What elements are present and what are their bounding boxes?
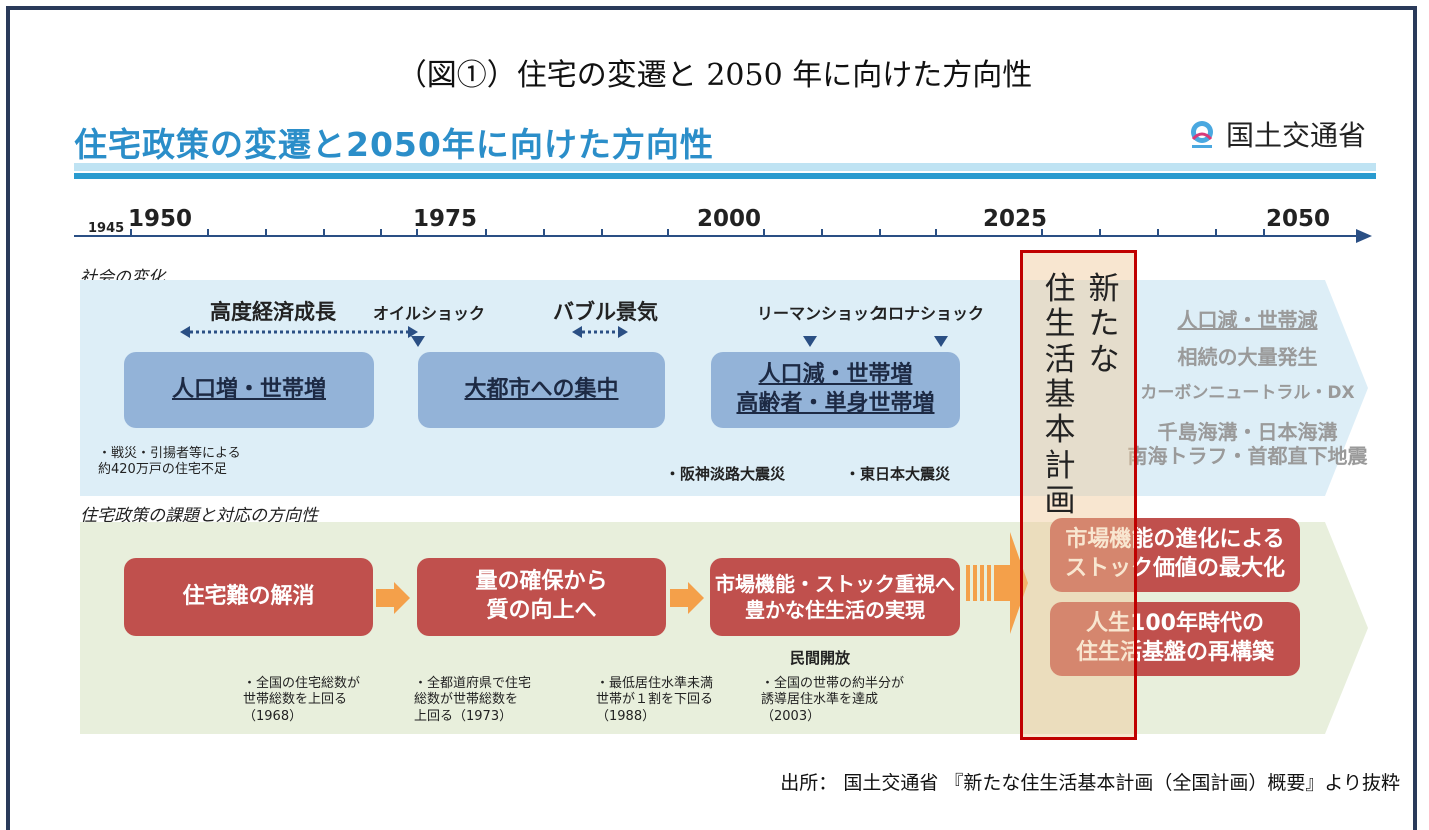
new-plan-highlight: [1020, 250, 1137, 740]
policy-box-housing-shortage: 住宅難の解消: [124, 558, 373, 636]
timeline-year-2050: 2050: [1266, 206, 1331, 232]
society-box-urban-concentration: 大都市への集中: [418, 352, 665, 428]
source-citation: 出所： 国土交通省 『新たな住生活基本計画（全国計画）概要』より抜粋: [780, 772, 1400, 794]
ministry-emblem-icon: [1191, 121, 1213, 148]
timeline-year-1975: 1975: [413, 206, 478, 232]
title-bar-dark: [74, 173, 1376, 179]
note-hanshin-earthquake: ・阪神淡路大震災: [665, 465, 786, 483]
bubble-period-arrow: [572, 326, 628, 338]
policy-box-market-stock: 市場機能・ストック重視へ 豊かな住生活の実現: [710, 558, 960, 636]
oil-shock-marker: [411, 336, 425, 347]
future-inheritance: 相続の大量発生: [1177, 345, 1318, 369]
society-box-population-increase: 人口増・世帯増: [124, 352, 374, 428]
new-plan-title-col1: 新 た な: [1088, 271, 1120, 378]
flow-arrow-1: [376, 582, 410, 614]
timeline-year-2025: 2025: [983, 206, 1048, 232]
label-private-opening: 民間開放: [790, 649, 851, 667]
future-population-decline: 人口減・世帯減: [1177, 308, 1318, 332]
future-policy-stock-value: 市場機能の進化による ストック価値の最大化: [1050, 518, 1300, 592]
future-policy-life-foundation: 人生100年時代の 住生活基盤の再構築: [1050, 602, 1300, 676]
note-tohoku-earthquake: ・東日本大震災: [845, 465, 951, 483]
label-bubble: バブル景気: [553, 300, 658, 324]
timeline-year-2000: 2000: [697, 206, 762, 232]
timeline-ticks: [130, 229, 1265, 236]
note-postwar-shortage: ・戦災・引揚者等による 約420万戸の住宅不足: [98, 446, 241, 478]
label-lehman-shock: リーマンショック: [757, 304, 886, 323]
flow-arrow-2: [670, 582, 704, 614]
society-box-aging: 人口減・世帯増 高齢者・単身世帯増: [711, 352, 960, 428]
lehman-shock-marker: [803, 336, 817, 347]
future-carbon-neutral-dx: カーボンニュートラル・DX: [1140, 383, 1355, 403]
timeline-axis: [74, 229, 1372, 243]
title-bar-light: [74, 163, 1376, 171]
timeline-start-year: 1945: [88, 221, 125, 236]
flow-arrow-to-new-plan: [966, 532, 1028, 634]
corona-shock-marker: [934, 336, 948, 347]
note-2003: ・全国の世帯の約半分が 誘導居住水準を達成 （2003）: [761, 676, 905, 724]
figure-frame: [6, 6, 1417, 830]
ministry-name: 国土交通省: [1226, 119, 1367, 152]
policy-box-quantity-to-quality: 量の確保から 質の向上へ: [417, 558, 666, 636]
slide-title: 住宅政策の変遷と2050年に向けた方向性: [74, 125, 714, 164]
note-1988: ・最低居住水準未満 世帯が１割を下回る （1988）: [596, 676, 714, 724]
future-earthquakes: 千島海溝・日本海溝 南海トラフ・首都直下地震: [1127, 420, 1368, 468]
growth-period-arrow: [180, 326, 418, 338]
note-1973: ・全都道府県で住宅 総数が世帯総数を 上回る（1973）: [414, 676, 532, 724]
figure-caption: （図①）住宅の変遷と 2050 年に向けた方向性: [396, 58, 1033, 93]
timeline-year-1950: 1950: [128, 206, 193, 232]
policy-heading: 住宅政策の課題と対応の方向性: [80, 506, 318, 526]
ministry-logo: 国土交通省: [1188, 114, 1366, 154]
new-plan-title-col2: 住 生 活 基 本 計 画: [1044, 271, 1076, 519]
label-high-growth: 高度経済成長: [210, 300, 336, 324]
note-1968: ・全国の住宅総数が 世帯総数を上回る （1968）: [243, 676, 361, 724]
label-corona-shock: コロナショック: [872, 304, 985, 323]
label-oil-shock: オイルショック: [373, 304, 486, 323]
